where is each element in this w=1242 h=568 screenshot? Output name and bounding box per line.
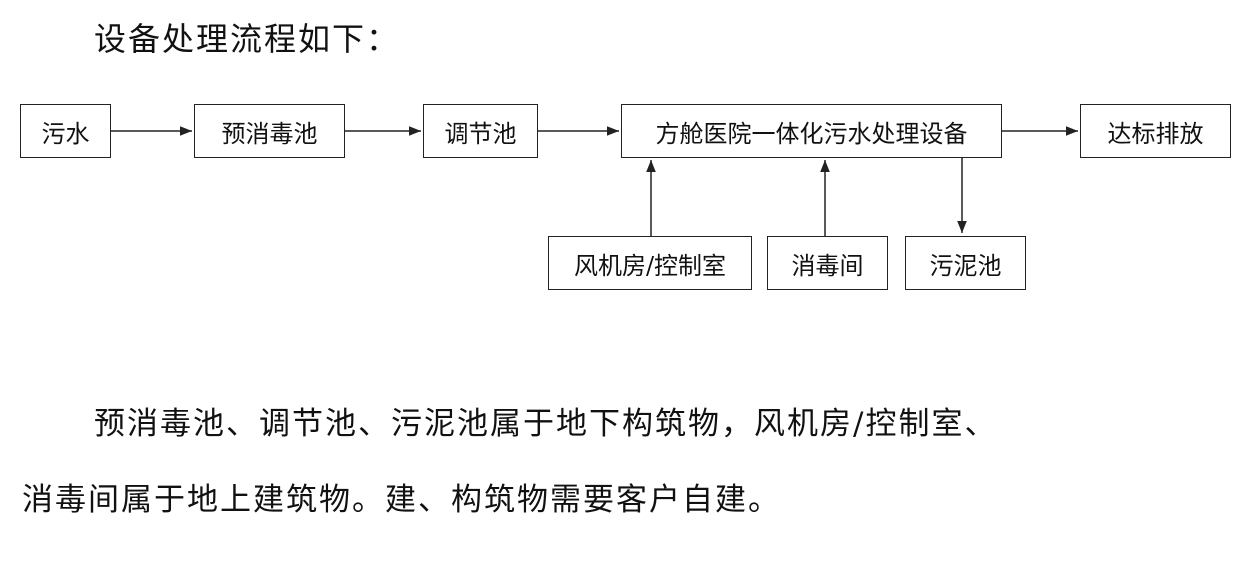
node-treatment-equipment: 方舱医院一体化污水处理设备 [621,104,1002,158]
section-heading: 设备处理流程如下： [94,20,401,58]
node-fan-room-control-room: 风机房/控制室 [548,236,752,290]
node-sewage: 污水 [20,104,111,158]
paragraph-line-2: 消毒间属于地上建筑物。建、构筑物需要客户自建。 [22,482,781,518]
paragraph-line-1: 预消毒池、调节池、污泥池属于地下构筑物，风机房/控制室、 [94,406,998,442]
node-discharge: 达标排放 [1080,104,1231,158]
node-sludge-tank: 污泥池 [905,236,1026,290]
node-pre-disinfection-tank: 预消毒池 [194,104,345,158]
node-regulating-tank: 调节池 [423,104,538,158]
node-disinfection-room: 消毒间 [767,236,888,290]
